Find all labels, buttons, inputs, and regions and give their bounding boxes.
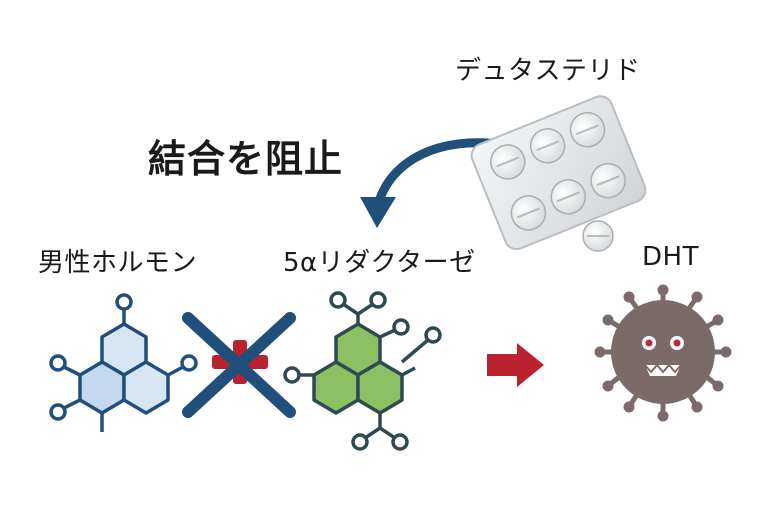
pill-blister-icon: [470, 95, 647, 252]
enzyme-label: 5αリダクターゼ: [283, 248, 476, 278]
right-arrow-icon: [487, 343, 544, 387]
hormone-label: 男性ホルモン: [38, 248, 198, 278]
block-x-icon: [182, 312, 296, 418]
virus-icon: [594, 284, 732, 422]
block-label: 結合を阻止: [148, 137, 344, 181]
drug-label: デュタステリド: [455, 56, 641, 86]
molecule-icon: [49, 293, 198, 432]
product-label: DHT: [642, 242, 699, 272]
enzyme-molecule-icon: [283, 291, 442, 451]
